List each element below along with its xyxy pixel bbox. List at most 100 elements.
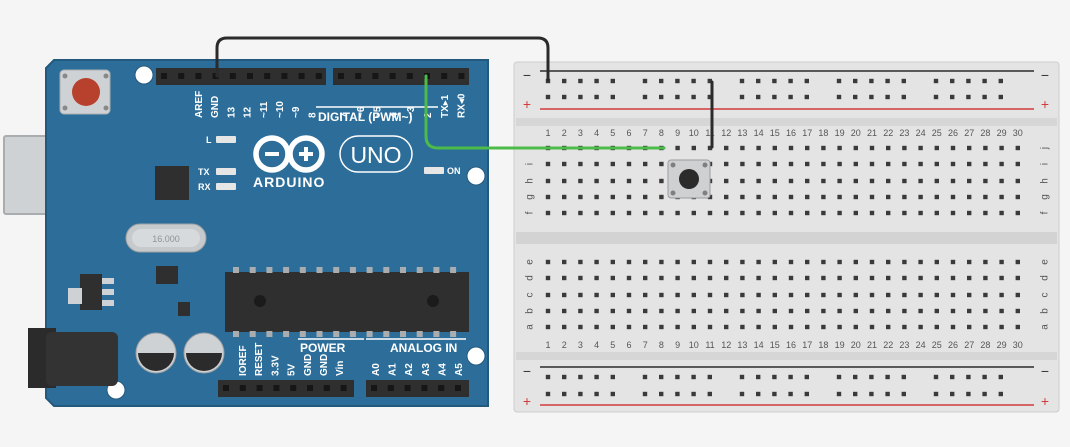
digital-header-left[interactable]	[156, 68, 326, 85]
breadboard-hole[interactable]	[643, 308, 648, 314]
breadboard-hole[interactable]	[950, 178, 956, 184]
breadboard-hole[interactable]	[998, 94, 1003, 100]
breadboard-hole[interactable]	[756, 210, 761, 216]
breadboard-hole[interactable]	[724, 324, 729, 330]
breadboard-hole[interactable]	[869, 259, 875, 265]
breadboard-hole[interactable]	[739, 391, 745, 397]
breadboard-hole[interactable]	[756, 145, 761, 151]
breadboard-hole[interactable]	[999, 161, 1004, 167]
breadboard-hole[interactable]	[1015, 161, 1020, 167]
breadboard-hole[interactable]	[740, 210, 745, 216]
analog-header[interactable]	[366, 380, 469, 397]
breadboard-hole[interactable]	[578, 259, 583, 265]
breadboard-hole[interactable]	[885, 374, 890, 380]
header-pin-hole[interactable]	[298, 73, 305, 79]
breadboard-hole[interactable]	[902, 324, 907, 330]
breadboard-hole[interactable]	[675, 94, 680, 100]
breadboard-hole[interactable]	[788, 391, 793, 397]
breadboard-hole[interactable]	[821, 324, 826, 330]
breadboard-hole[interactable]	[837, 161, 842, 167]
breadboard-hole[interactable]	[998, 391, 1003, 397]
breadboard-hole[interactable]	[643, 161, 648, 167]
breadboard-hole[interactable]	[610, 391, 615, 397]
breadboard-hole[interactable]	[643, 275, 648, 281]
breadboard-hole[interactable]	[562, 78, 567, 84]
breadboard-hole[interactable]	[610, 194, 615, 200]
breadboard-hole[interactable]	[545, 259, 551, 265]
breadboard-hole[interactable]	[1015, 259, 1020, 265]
breadboard-hole[interactable]	[966, 78, 971, 84]
breadboard-hole[interactable]	[983, 275, 988, 281]
breadboard-hole[interactable]	[772, 78, 777, 84]
breadboard-hole[interactable]	[691, 391, 696, 397]
breadboard-hole[interactable]	[788, 292, 794, 298]
breadboard-hole[interactable]	[610, 210, 615, 216]
breadboard-hole[interactable]	[999, 308, 1004, 314]
header-pin-hole[interactable]	[458, 73, 465, 79]
breadboard-hole[interactable]	[578, 194, 583, 200]
breadboard-hole[interactable]	[659, 324, 664, 330]
breadboard-hole[interactable]	[966, 391, 971, 397]
breadboard-hole[interactable]	[578, 324, 583, 330]
breadboard-hole[interactable]	[610, 259, 615, 265]
breadboard-hole[interactable]	[999, 210, 1004, 216]
breadboard-hole[interactable]	[578, 161, 583, 167]
breadboard-hole[interactable]	[724, 292, 729, 298]
pin2-signal-wire[interactable]	[424, 74, 666, 150]
breadboard-hole[interactable]	[545, 94, 551, 100]
breadboard-hole[interactable]	[853, 94, 858, 100]
breadboard-hole[interactable]	[804, 374, 809, 380]
breadboard-hole[interactable]	[950, 78, 955, 84]
breadboard-hole[interactable]	[707, 78, 712, 84]
breadboard-hole[interactable]	[950, 292, 956, 298]
breadboard-hole[interactable]	[982, 78, 987, 84]
breadboard-hole[interactable]	[804, 391, 809, 397]
breadboard-hole[interactable]	[886, 324, 891, 330]
breadboard-hole[interactable]	[999, 292, 1004, 298]
header-pin-hole[interactable]	[264, 73, 271, 79]
breadboard-hole[interactable]	[772, 94, 777, 100]
breadboard-hole[interactable]	[885, 78, 890, 84]
breadboard-hole[interactable]	[918, 145, 923, 151]
breadboard-hole[interactable]	[578, 275, 583, 281]
breadboard-hole[interactable]	[643, 292, 648, 298]
breadboard-hole[interactable]	[967, 292, 972, 298]
breadboard-hole[interactable]	[1015, 324, 1020, 330]
breadboard-hole[interactable]	[804, 78, 809, 84]
breadboard-hole[interactable]	[966, 94, 971, 100]
breadboard-hole[interactable]	[853, 161, 858, 167]
breadboard-hole[interactable]	[869, 210, 875, 216]
breadboard-hole[interactable]	[982, 94, 987, 100]
breadboard-hole[interactable]	[675, 275, 680, 281]
breadboard-hole[interactable]	[545, 391, 551, 397]
breadboard-hole[interactable]	[675, 210, 680, 216]
breadboard-hole[interactable]	[983, 259, 988, 265]
breadboard-hole[interactable]	[594, 275, 599, 281]
breadboard-hole[interactable]	[837, 210, 842, 216]
breadboard-hole[interactable]	[836, 391, 842, 397]
breadboard-hole[interactable]	[724, 308, 729, 314]
breadboard-hole[interactable]	[626, 259, 632, 265]
breadboard-hole[interactable]	[805, 178, 810, 184]
breadboard-hole[interactable]	[691, 292, 696, 298]
breadboard-hole[interactable]	[967, 324, 972, 330]
breadboard-hole[interactable]	[998, 374, 1003, 380]
breadboard-hole[interactable]	[933, 391, 939, 397]
breadboard-hole[interactable]	[918, 210, 923, 216]
breadboard-hole[interactable]	[950, 259, 956, 265]
breadboard-hole[interactable]	[1015, 178, 1020, 184]
breadboard-hole[interactable]	[739, 94, 745, 100]
breadboard-hole[interactable]	[707, 275, 713, 281]
breadboard-hole[interactable]	[886, 145, 891, 151]
breadboard-hole[interactable]	[691, 145, 696, 151]
breadboard-hole[interactable]	[643, 194, 648, 200]
header-pin-hole[interactable]	[256, 385, 263, 391]
breadboard-hole[interactable]	[821, 210, 826, 216]
breadboard-hole[interactable]	[594, 324, 599, 330]
breadboard-hole[interactable]	[610, 324, 615, 330]
breadboard-hole[interactable]	[562, 324, 567, 330]
breadboard-hole[interactable]	[594, 210, 599, 216]
header-pin-hole[interactable]	[323, 385, 330, 391]
breadboard-hole[interactable]	[869, 178, 875, 184]
header-pin-hole[interactable]	[340, 385, 347, 391]
